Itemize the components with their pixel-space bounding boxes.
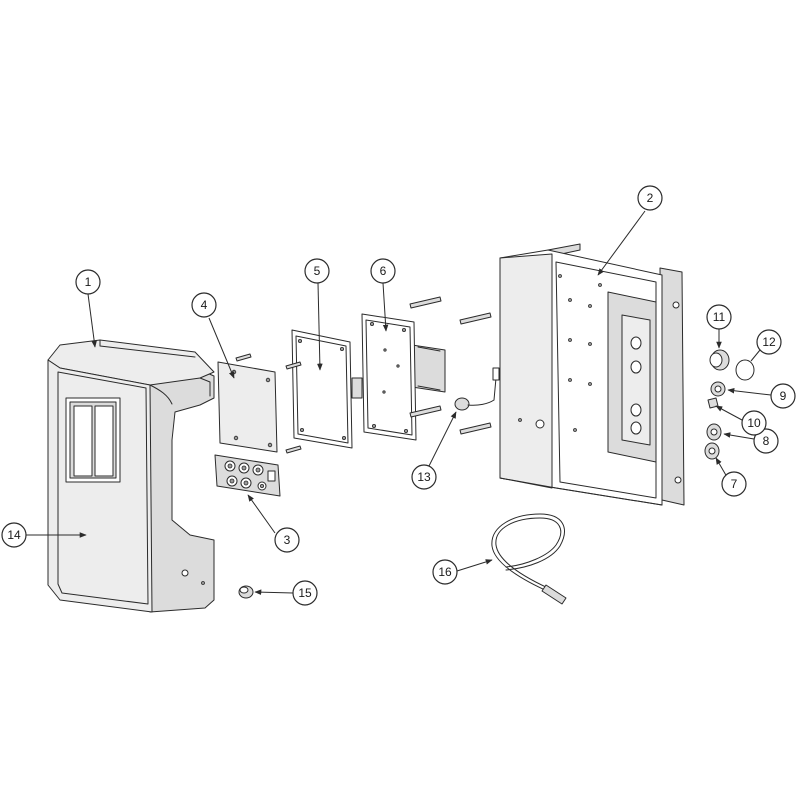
callout-3-label: 3 bbox=[284, 533, 291, 547]
callout-5-label: 5 bbox=[314, 264, 321, 278]
callout-15-circle bbox=[292, 580, 318, 606]
callout-4-circle bbox=[191, 292, 217, 318]
part-8-fitting bbox=[706, 423, 722, 441]
callout-11-circle bbox=[706, 304, 732, 330]
part-4-board bbox=[217, 353, 278, 453]
callout-14-circle bbox=[1, 522, 27, 548]
callout-3-circle bbox=[274, 527, 300, 553]
callout-7-circle bbox=[721, 471, 747, 497]
callout-9-label: 9 bbox=[780, 389, 787, 403]
callout-2-label: 2 bbox=[647, 191, 654, 205]
part-6-pcb bbox=[351, 313, 446, 441]
part-2-chassis bbox=[499, 243, 685, 506]
part-13-sensor bbox=[454, 367, 500, 411]
callout-6-label: 6 bbox=[380, 264, 387, 278]
callout-16-circle bbox=[432, 559, 458, 585]
callout-15-label: 15 bbox=[298, 586, 312, 600]
callout-9-circle bbox=[770, 383, 796, 409]
callout-8-label: 8 bbox=[763, 434, 770, 448]
callout-13-label: 13 bbox=[417, 470, 431, 484]
part-3-connector-panel bbox=[214, 454, 281, 497]
callout-13-circle bbox=[411, 464, 437, 490]
part-5-board bbox=[285, 329, 353, 454]
callout-2-circle bbox=[637, 185, 663, 211]
callout-1-label: 1 bbox=[85, 275, 92, 289]
part-15-knob bbox=[238, 585, 254, 599]
callout-1-circle bbox=[75, 269, 101, 295]
callout-8-circle bbox=[753, 428, 779, 454]
callout-14-label: 14 bbox=[7, 528, 21, 542]
part-7-fitting bbox=[704, 442, 720, 460]
callout-7-label: 7 bbox=[731, 477, 738, 491]
callout-11-label: 11 bbox=[713, 310, 726, 324]
callout-6-circle bbox=[370, 258, 396, 284]
front-housing bbox=[47, 339, 215, 613]
callout-16-label: 16 bbox=[438, 565, 452, 579]
part-12-cap bbox=[735, 359, 755, 381]
callout-12-label: 12 bbox=[762, 335, 776, 349]
part-11-gland bbox=[709, 349, 730, 371]
spacer-rods bbox=[409, 296, 492, 435]
callout-10-label: 10 bbox=[747, 416, 761, 430]
callout-4-label: 4 bbox=[201, 298, 208, 312]
part-9-fitting bbox=[710, 381, 726, 397]
callout-12-circle bbox=[756, 329, 782, 355]
part-16-cable bbox=[491, 513, 567, 605]
callouts: 1 2 3 4 5 6 7 8 9 10 bbox=[1, 185, 796, 606]
callout-5-circle bbox=[304, 258, 330, 284]
callout-10-circle bbox=[741, 410, 767, 436]
